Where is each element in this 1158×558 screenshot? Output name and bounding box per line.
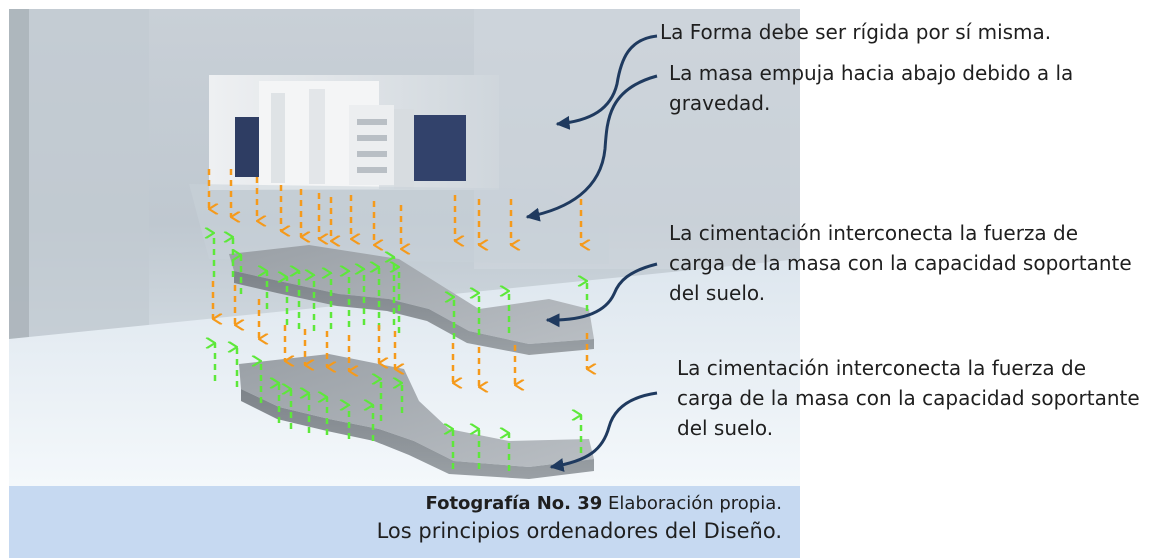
pointers bbox=[525, 34, 658, 472]
left-wall bbox=[9, 9, 149, 339]
caption-title: Los principios ordenadores del Diseño. bbox=[376, 519, 782, 543]
caption-label: Fotografía No. 39 bbox=[425, 493, 603, 514]
pointer-mass-icon bbox=[525, 74, 658, 222]
caption-box: Fotografía No. 39 Elaboración propia. Lo… bbox=[9, 486, 800, 558]
annotation-foundation-upper: La cimentación interconecta la fuerza de… bbox=[669, 221, 1132, 305]
mass-slab bbox=[189, 184, 609, 264]
building-mass bbox=[209, 75, 499, 190]
force-arrows bbox=[209, 169, 587, 471]
upper-foundation-slab bbox=[229, 245, 594, 355]
caption-source: Elaboración propia. bbox=[602, 493, 782, 514]
pointer-form-icon bbox=[555, 34, 658, 130]
foundation-render bbox=[9, 9, 800, 486]
wall-edge bbox=[9, 9, 29, 339]
pointer-foundation-upper-icon bbox=[545, 262, 658, 328]
annotation-foundation-lower: La cimentación interconecta la fuerza de… bbox=[677, 356, 1140, 440]
annotation-mass-gravity: La masa empuja hacia abajo debido a la g… bbox=[669, 61, 1074, 115]
caption-source-line: Fotografía No. 39 Elaboración propia. bbox=[426, 493, 782, 514]
annotation-form-rigid: La Forma debe ser rígida por sí misma. bbox=[660, 20, 1052, 44]
pointer-foundation-lower-icon bbox=[549, 391, 658, 472]
render-svg bbox=[9, 9, 800, 486]
